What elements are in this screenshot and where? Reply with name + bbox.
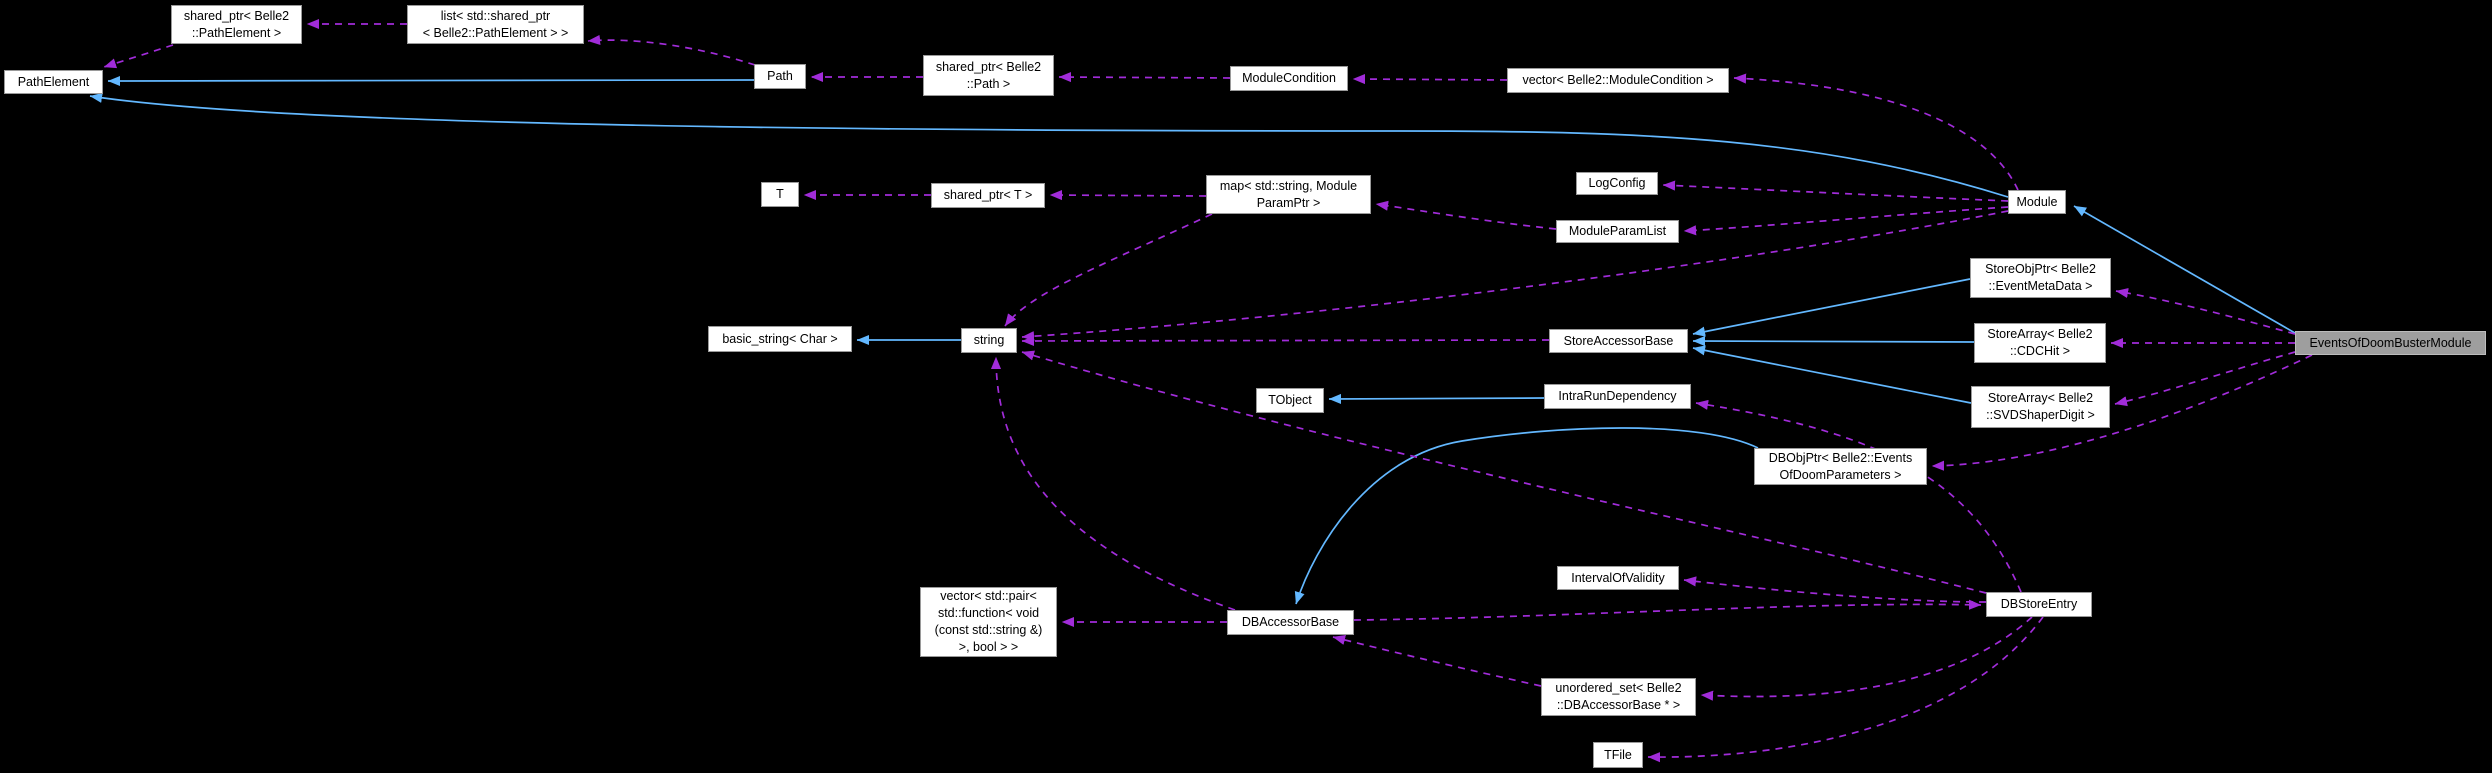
edge-usage-map-string-moduleparamptr-to-shared-ptr-t (1049, 190, 1207, 201)
class-node-storearray-svdshaperdigit[interactable]: StoreArray< Belle2 ::SVDShaperDigit > (1971, 386, 2110, 428)
class-node-pathelement[interactable]: PathElement (4, 70, 103, 94)
class-node-label: TObject (1268, 393, 1312, 407)
class-node-list-shared-ptr-pathelement[interactable]: list< std::shared_ptr < Belle2::PathElem… (407, 5, 584, 44)
class-node-string[interactable]: string (961, 328, 1017, 353)
class-node-unordered-set-dbaccessorbase[interactable]: unordered_set< Belle2 ::DBAccessorBase *… (1541, 678, 1696, 716)
class-node-label: IntraRunDependency (1558, 389, 1677, 403)
edge-inheritance-intrarundependency-to-tobject (1328, 393, 1545, 405)
edge-usage-dbstoreentry-to-tfile (1647, 616, 2044, 763)
class-node-modulecondition[interactable]: ModuleCondition (1230, 66, 1348, 91)
edge-usage-modulecondition-to-shared-ptr-path (1058, 72, 1231, 83)
class-node-dbobjptr-eventsofdoomparameters[interactable]: DBObjPtr< Belle2::Events OfDoomParameter… (1754, 448, 1927, 485)
class-node-label: DBAccessorBase (1241, 615, 1340, 629)
class-node-shared-ptr-path[interactable]: shared_ptr< Belle2 ::Path > (923, 55, 1054, 96)
edge-usage-dbstoreentry-to-unordered-set-dbaccessorbase (1700, 616, 2033, 701)
edge-usage-dbaccessorbase-to-dbstoreentry (1353, 599, 1982, 621)
class-node-label: PathElement (17, 74, 90, 89)
class-node-t[interactable]: T (761, 182, 799, 207)
class-node-storeobjptr-eventmetadata[interactable]: StoreObjPtr< Belle2 ::EventMetaData > (1970, 258, 2111, 298)
class-node-logconfig[interactable]: LogConfig (1576, 172, 1658, 195)
edge-inheritance-path-to-pathelement (107, 75, 755, 87)
edge-usage-dbstoreentry-to-intervalofvalidity (1683, 576, 1987, 603)
class-node-tobject[interactable]: TObject (1256, 388, 1324, 413)
class-node-label: EventsOfDoomBusterModule (2309, 335, 2472, 350)
edge-usage-module-to-vector-modulecondition (1733, 73, 2019, 191)
class-node-intrarundependency[interactable]: IntraRunDependency (1544, 384, 1691, 409)
edge-usage-module-to-moduleparamlist (1683, 206, 2009, 236)
class-node-vector-modulecondition[interactable]: vector< Belle2::ModuleCondition > (1507, 68, 1729, 93)
class-node-intervalofvalidity[interactable]: IntervalOfValidity (1557, 566, 1679, 590)
class-node-module[interactable]: Module (2008, 190, 2066, 214)
class-node-label: basic_string< Char > (722, 331, 838, 346)
edge-usage-storeaccessorbase-to-string (1021, 335, 1550, 347)
class-node-label: Path (767, 69, 793, 83)
class-node-label: DBStoreEntry (2000, 597, 2078, 611)
class-node-label: shared_ptr< T > (943, 188, 1033, 202)
class-node-label: T (776, 187, 784, 201)
edge-usage-dbaccessorbase-to-string (990, 356, 1236, 611)
edge-usage-map-string-moduleparamptr-to-string (1004, 213, 1213, 327)
edge-usage-moduleparamlist-to-map-string-moduleparamptr (1375, 200, 1557, 230)
class-node-label: StoreArray< Belle2 ::CDCHit > (1987, 327, 2093, 358)
class-node-label: string (973, 333, 1005, 347)
class-node-dbaccessorbase[interactable]: DBAccessorBase (1227, 610, 1354, 635)
edge-inheritance-storearray-svdshaperdigit-to-storeaccessorbase (1692, 345, 1972, 404)
class-node-label: StoreArray< Belle2 ::SVDShaperDigit > (1986, 391, 2095, 422)
class-node-label: StoreAccessorBase (1563, 333, 1674, 348)
edge-usage-shared-ptr-pathelement-to-pathelement (103, 44, 174, 69)
class-node-eventsofdoombustermodule: EventsOfDoomBusterModule (2295, 331, 2486, 355)
class-node-label: unordered_set< Belle2 ::DBAccessorBase *… (1555, 681, 1682, 712)
class-node-vector-pair-function[interactable]: vector< std::pair< std::function< void (… (920, 587, 1057, 657)
edge-inheritance-eventsofdoombustermodule-to-module (2073, 205, 2296, 334)
class-node-label: map< std::string, Module ParamPtr > (1219, 178, 1358, 210)
edge-usage-path-to-list-shared-ptr-pathelement (587, 34, 756, 66)
class-node-label: Module (2016, 194, 2058, 209)
edge-usage-eventsofdoombustermodule-to-storeobjptr-eventmetadata (2115, 288, 2296, 335)
class-node-dbstoreentry[interactable]: DBStoreEntry (1986, 592, 2092, 617)
class-node-label: ModuleCondition (1242, 71, 1336, 85)
class-node-label: vector< Belle2::ModuleCondition > (1522, 73, 1714, 87)
edge-inheritance-storeobjptr-eventmetadata-to-storeaccessorbase (1692, 278, 1971, 337)
class-node-shared-ptr-t[interactable]: shared_ptr< T > (931, 183, 1045, 208)
class-node-label: StoreObjPtr< Belle2 ::EventMetaData > (1985, 262, 2096, 293)
class-node-moduleparamlist[interactable]: ModuleParamList (1556, 220, 1679, 243)
class-node-label: TFile (1604, 747, 1632, 762)
class-node-label: LogConfig (1588, 176, 1646, 190)
class-node-label: shared_ptr< Belle2 ::PathElement > (183, 8, 290, 40)
class-node-label: vector< std::pair< std::function< void (… (934, 589, 1043, 654)
class-node-path[interactable]: Path (754, 64, 806, 89)
edge-inheritance-module-to-pathelement (89, 92, 2009, 198)
class-node-label: IntervalOfValidity (1571, 570, 1665, 585)
class-node-tfile[interactable]: TFile (1593, 742, 1643, 768)
class-node-storearray-cdchit[interactable]: StoreArray< Belle2 ::CDCHit > (1974, 323, 2106, 363)
class-node-shared-ptr-pathelement[interactable]: shared_ptr< Belle2 ::PathElement > (171, 5, 302, 44)
class-node-basic-string-char[interactable]: basic_string< Char > (708, 326, 852, 352)
edge-usage-module-to-logconfig (1662, 180, 2009, 202)
edge-usage-eventsofdoombustermodule-to-storearray-svdshaperdigit (2114, 351, 2296, 407)
edge-usage-module-to-string (1021, 210, 2009, 342)
edge-usage-unordered-set-dbaccessorbase-to-dbaccessorbase (1332, 635, 1542, 687)
edge-usage-eventsofdoombustermodule-to-dbobjptr-eventsofdoomparameters (1931, 354, 2313, 471)
class-node-label: shared_ptr< Belle2 ::Path > (935, 59, 1042, 91)
edge-usage-dbstoreentry-to-string (1021, 350, 1987, 594)
edge-usage-vector-modulecondition-to-modulecondition (1352, 74, 1508, 85)
edge-inheritance-storearray-cdchit-to-storeaccessorbase (1692, 335, 1975, 347)
class-node-label: ModuleParamList (1568, 224, 1667, 238)
class-node-label: DBObjPtr< Belle2::Events OfDoomParameter… (1768, 450, 1913, 482)
class-node-label: list< std::shared_ptr < Belle2::PathElem… (422, 8, 569, 40)
edge-inheritance-dbobjptr-eventsofdoomparameters-to-dbaccessorbase (1294, 427, 1759, 605)
class-node-storeaccessorbase[interactable]: StoreAccessorBase (1549, 329, 1688, 353)
class-node-map-string-moduleparamptr[interactable]: map< std::string, Module ParamPtr > (1206, 175, 1371, 214)
edge-usage-dbstoreentry-to-intrarundependency (1695, 399, 2022, 593)
